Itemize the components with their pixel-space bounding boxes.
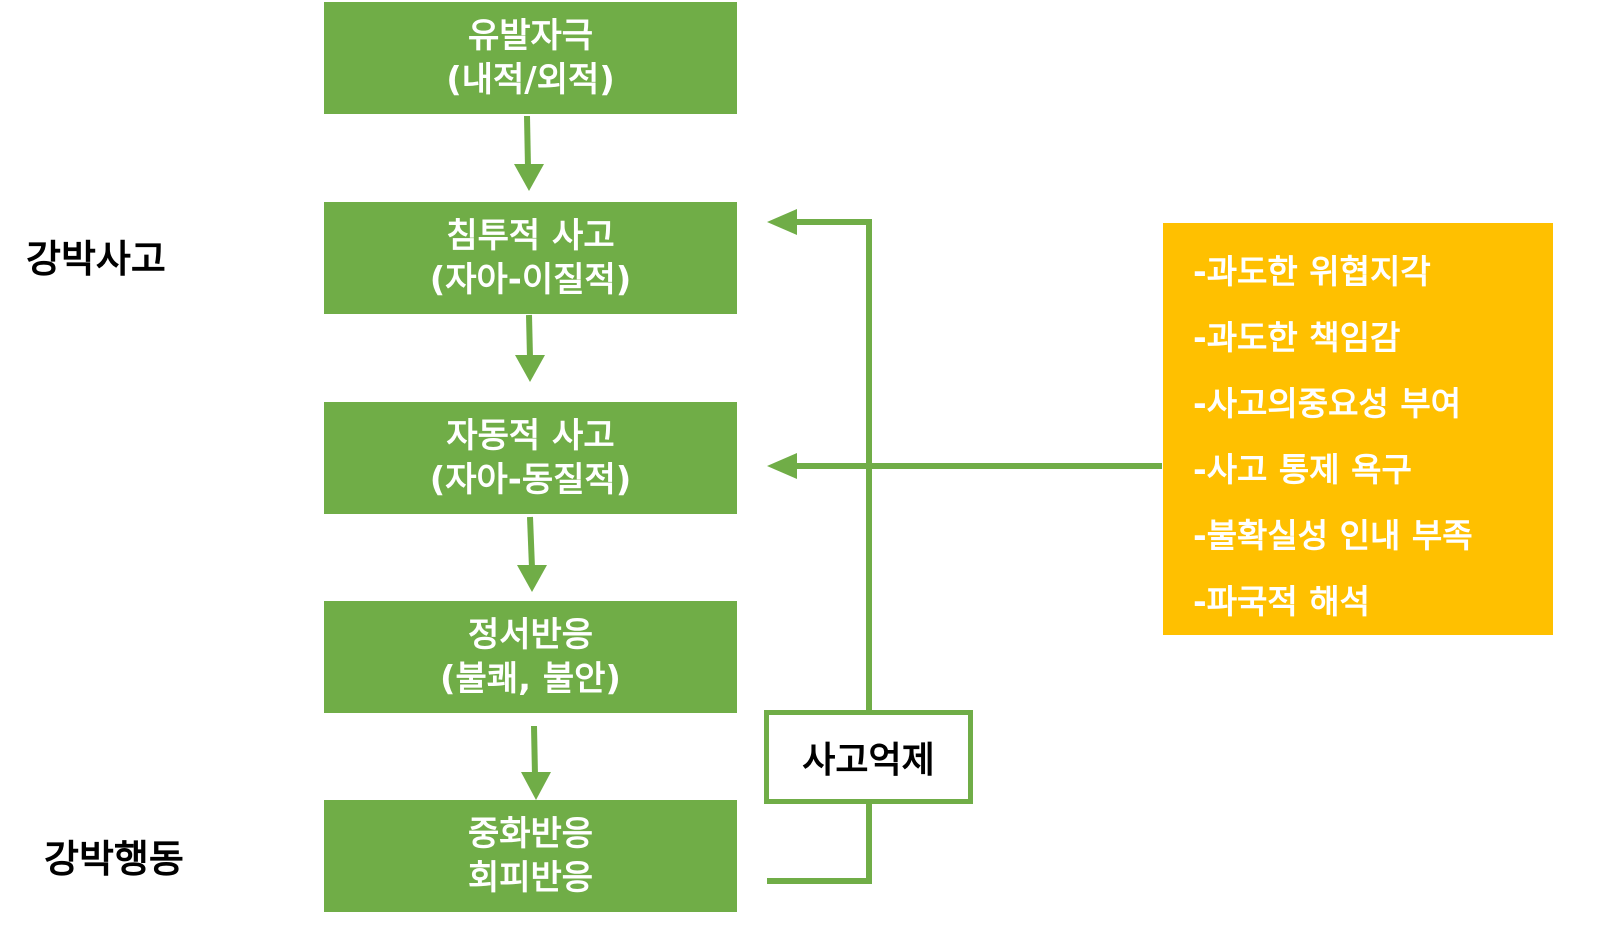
feedback-line-upper	[792, 219, 872, 710]
factor-item: -사고의중요성 부여	[1193, 384, 1462, 423]
arrow-stimulus-to-intrusive	[524, 115, 531, 169]
box-intrusive-thought-line1: 침투적 사고	[446, 216, 615, 256]
box-triggering-stimulus: 유발자극 (내적/외적)	[324, 2, 737, 114]
box-neutralizing-response-line1: 중화반응	[467, 814, 594, 854]
arrow-automatic-to-emotional	[527, 516, 535, 569]
box-automatic-thought-line1: 자동적 사고	[446, 416, 615, 456]
box-triggering-stimulus-line1: 유발자극	[467, 16, 594, 56]
arrowhead-to-intrusive	[767, 209, 797, 235]
feedback-loop	[767, 209, 872, 884]
factor-item: -파국적 해석	[1193, 582, 1370, 621]
factor-item: -과도한 책임감	[1193, 318, 1401, 357]
arrow-intrusive-to-automatic	[526, 314, 533, 359]
box-intrusive-thought: 침투적 사고 (자아-이질적)	[324, 202, 737, 314]
box-emotional-response-line1: 정서반응	[467, 615, 594, 655]
arrowhead-emotional-to-neutralizing	[521, 772, 551, 800]
box-thought-suppression: 사고억제	[764, 710, 973, 804]
factors-connector	[767, 453, 1162, 479]
arrowhead-intrusive-to-automatic	[515, 355, 545, 382]
feedback-line	[767, 804, 872, 884]
thought-suppression-label: 사고억제	[802, 740, 935, 781]
box-emotional-response-line2: (불쾌, 불안)	[440, 659, 621, 699]
factor-item: -과도한 위협지각	[1193, 252, 1431, 291]
label-obsessive-thought: 강박사고	[26, 237, 166, 281]
box-cognitive-factors: -과도한 위협지각 -과도한 책임감 -사고의중요성 부여 -사고 통제 욕구 …	[1163, 223, 1553, 635]
label-obsessive-behavior: 강박행동	[44, 837, 184, 881]
box-neutralizing-response: 중화반응 회피반응	[324, 800, 737, 912]
box-automatic-thought-line2: (자아-동질적)	[429, 460, 632, 500]
arrowhead-automatic-to-emotional	[517, 565, 547, 592]
factor-item: -사고 통제 욕구	[1193, 450, 1412, 489]
box-automatic-thought: 자동적 사고 (자아-동질적)	[324, 402, 737, 514]
box-emotional-response: 정서반응 (불쾌, 불안)	[324, 601, 737, 713]
down-arrows	[514, 115, 551, 800]
box-neutralizing-response-line2: 회피반응	[467, 858, 594, 898]
factor-item: -불확실성 인내 부족	[1193, 516, 1473, 555]
arrowhead-to-automatic	[767, 453, 797, 479]
box-triggering-stimulus-line2: (내적/외적)	[446, 60, 615, 100]
box-intrusive-thought-line2: (자아-이질적)	[429, 260, 632, 300]
arrow-emotional-to-neutralizing	[531, 725, 538, 777]
arrowhead-stimulus-to-intrusive	[514, 164, 544, 191]
